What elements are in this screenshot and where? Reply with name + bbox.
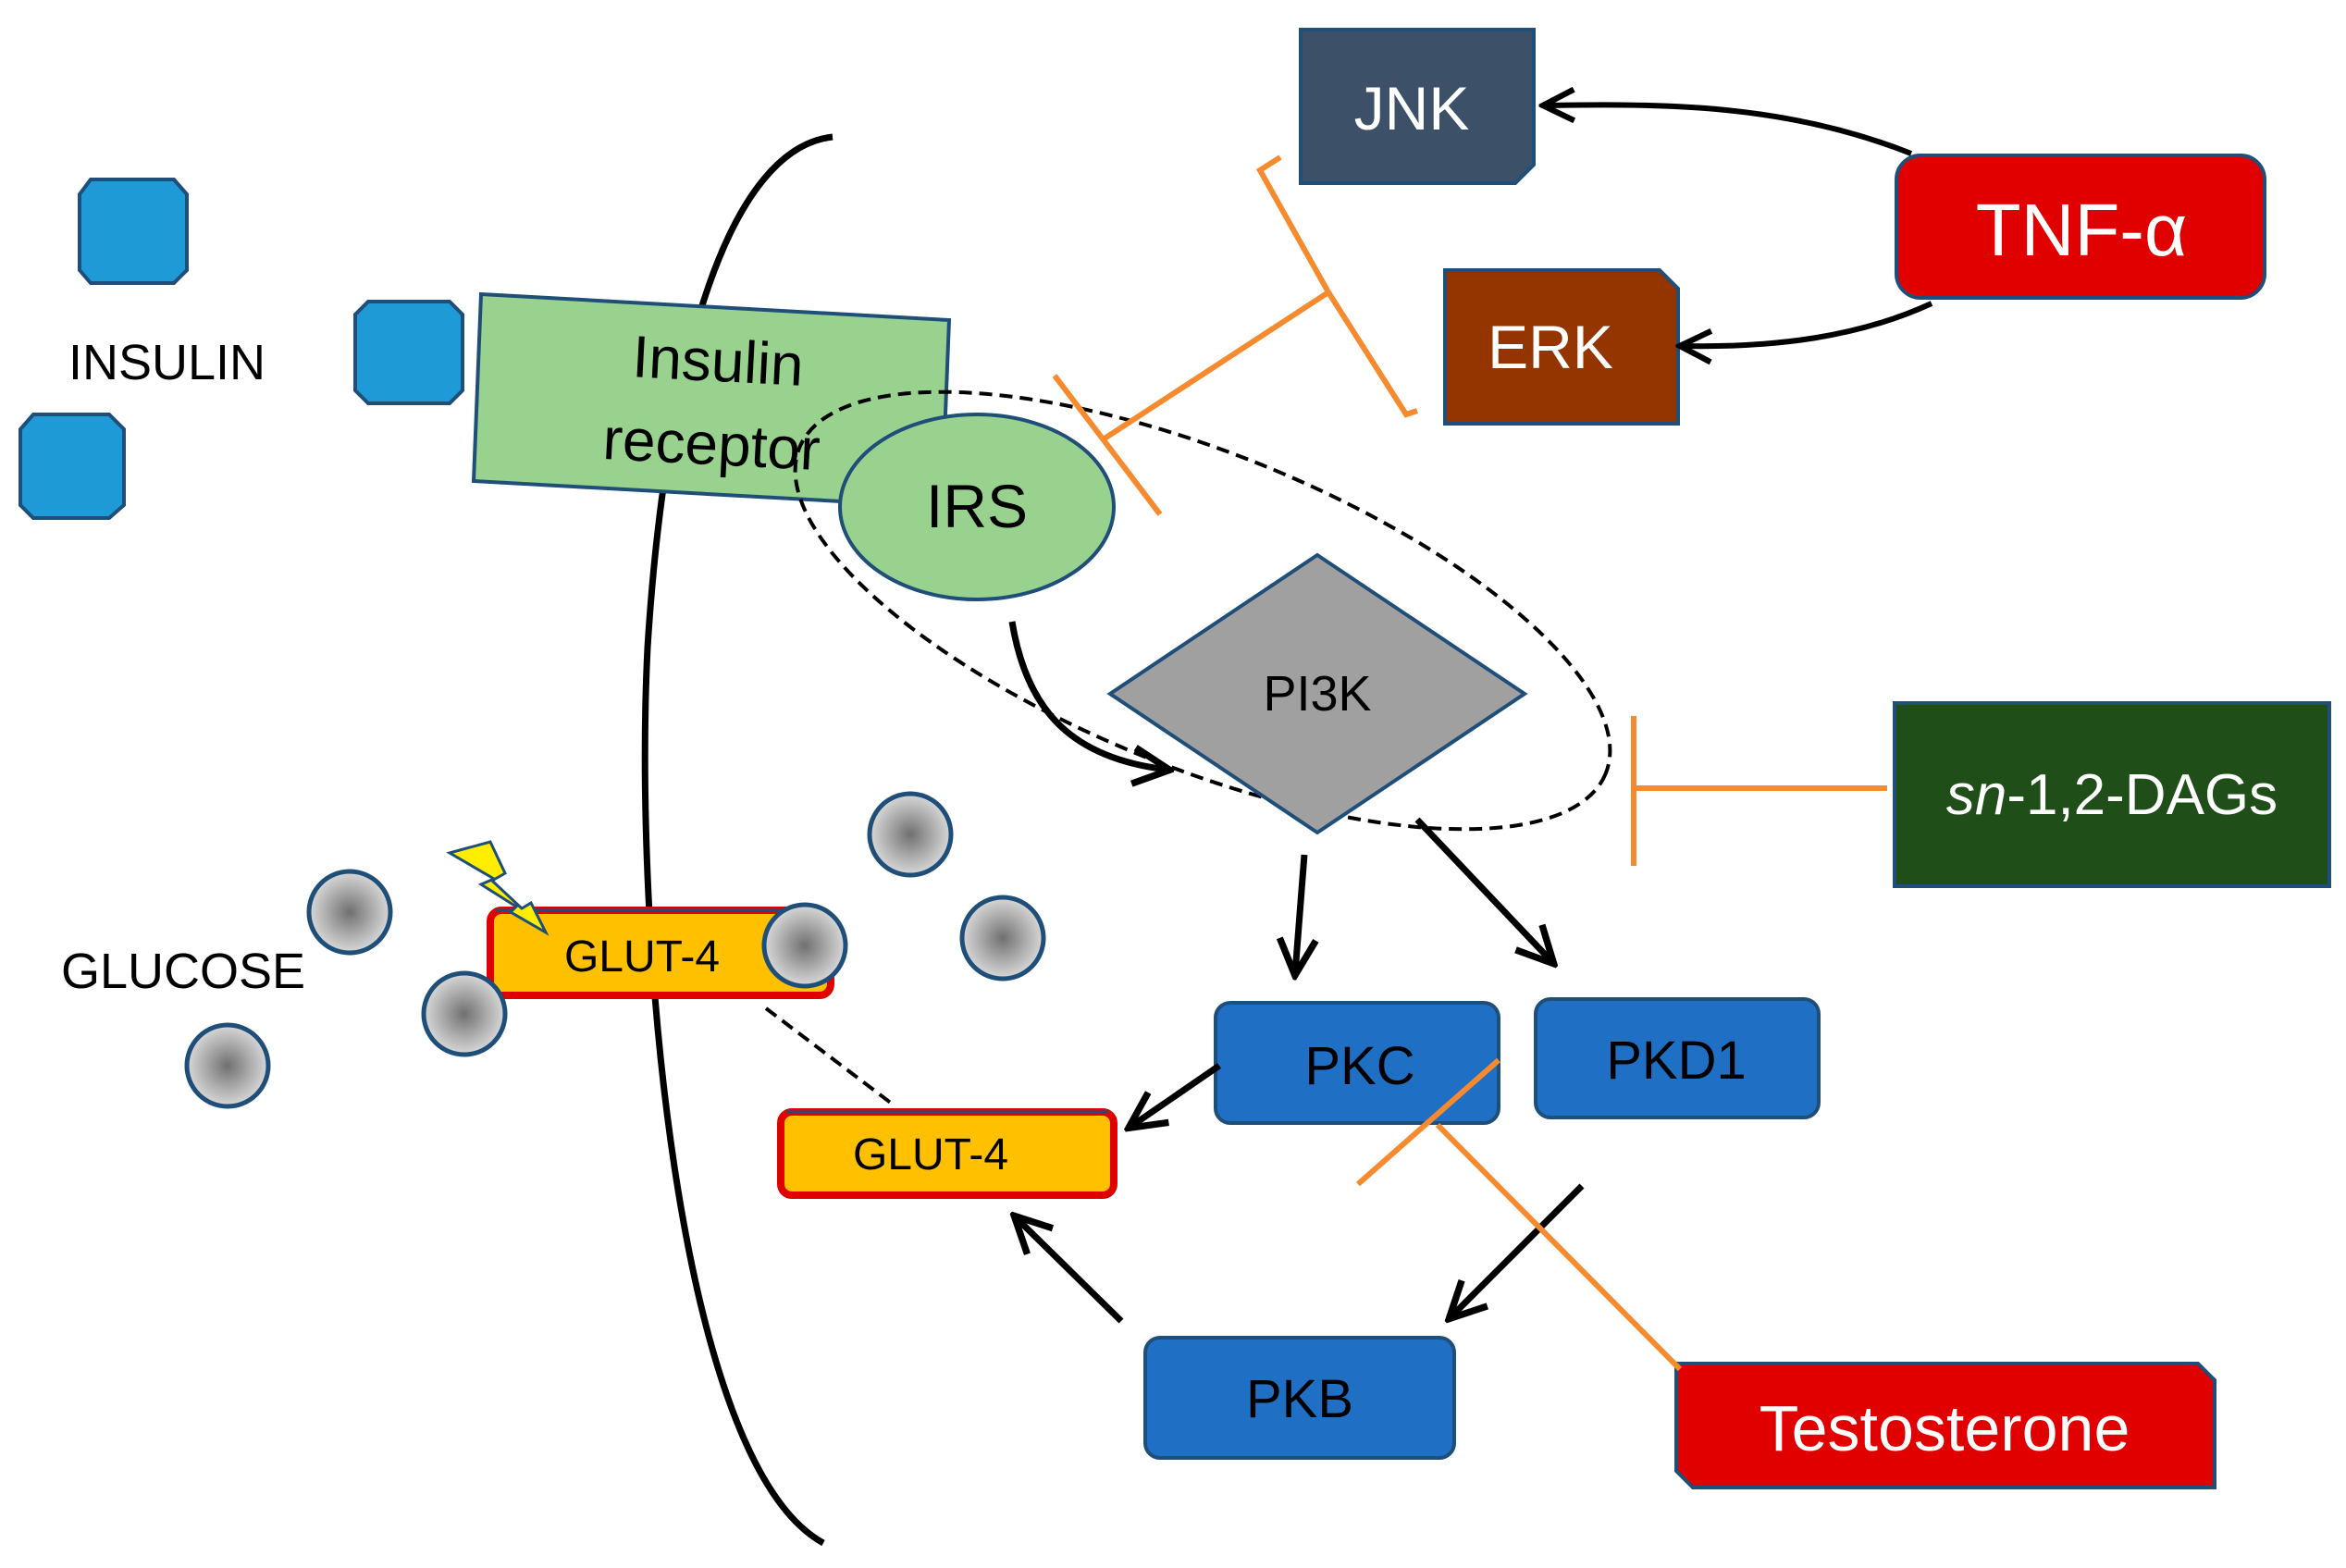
glucose-molecule-icon [867,791,954,878]
erk-label: ERK [1488,313,1613,381]
pkd1-to-pkb-arrow [1451,1183,1585,1317]
pkc-to-glut4-arrow [1130,1063,1221,1127]
insulin-molecules [19,178,464,520]
testosterone-label: Testosterone [1760,1392,2130,1464]
dags-inhibition [1631,716,1887,866]
pkd1: PKD1 [1534,997,1821,1119]
tnf-to-jnk-arrow [1545,105,1913,156]
jnk: JNK [1299,28,1536,185]
sn-italic-prefix: sn [1946,763,2006,827]
dags-suffix: -1,2-DAGs [2006,763,2278,827]
pkc: PKC [1214,1001,1500,1125]
irs: IRS [838,413,1116,601]
tnf-alpha: TNF-α [1895,154,2266,300]
jnk-erk-inhibition [1052,154,1418,516]
insulin-receptor-label-line1: Insulin [631,323,806,399]
sn-1-2-dags-label: sn-1,2-DAGs [1946,763,2278,827]
tnf-alpha-label: TNF-α [1976,189,2187,271]
testosterone-inhibition [1356,1057,1683,1372]
pi3k-to-pkc-arrow [1295,854,1304,973]
sn-1-2-dags: sn-1,2-DAGs [1893,701,2331,888]
cell-membrane [641,133,833,1547]
pkb: PKB [1143,1336,1456,1460]
pi3k-label: PI3K [1263,666,1371,722]
pi3k-to-pkd1-arrow [1414,817,1552,962]
pi3k: PI3K [1106,552,1528,835]
glut4-vesicle: GLUT-4 [777,1108,1117,1199]
pkb-label: PKB [1246,1369,1353,1429]
glucose-label: GLUCOSE [61,944,305,999]
glut4-translocation-line [764,1006,897,1108]
pkc-label: PKC [1304,1036,1414,1096]
irs-label: IRS [926,472,1028,540]
glut4-membrane: GLUT-4 [487,907,834,999]
irs-to-pi3k-arrow [1008,621,1167,770]
lightning-bolt-icon [446,840,549,936]
glucose-molecule-icon [421,970,508,1057]
glut4-membrane-label: GLUT-4 [564,932,720,982]
insulin-molecule-icon [78,178,189,285]
glucose-molecules [184,791,1046,1109]
tnf-to-erk-arrow [1682,301,1933,346]
erk: ERK [1443,268,1680,426]
jnk-label: JNK [1354,74,1470,142]
glucose-molecule-icon [761,902,848,989]
insulin-label: INSULIN [68,335,265,390]
pkd1-label: PKD1 [1606,1031,1747,1091]
insulin-receptor-label-line2: receptor [601,405,821,483]
insulin-molecule-icon [353,300,464,405]
glut4-vesicle-label: GLUT-4 [853,1130,1008,1179]
insulin-molecule-icon [19,413,126,520]
glucose-molecule-icon [184,1022,271,1109]
glucose-molecule-icon [306,869,393,956]
pkb-to-glut4-arrow [1016,1217,1124,1324]
testosterone: Testosterone [1674,1362,2216,1489]
glucose-molecule-icon [959,895,1046,982]
